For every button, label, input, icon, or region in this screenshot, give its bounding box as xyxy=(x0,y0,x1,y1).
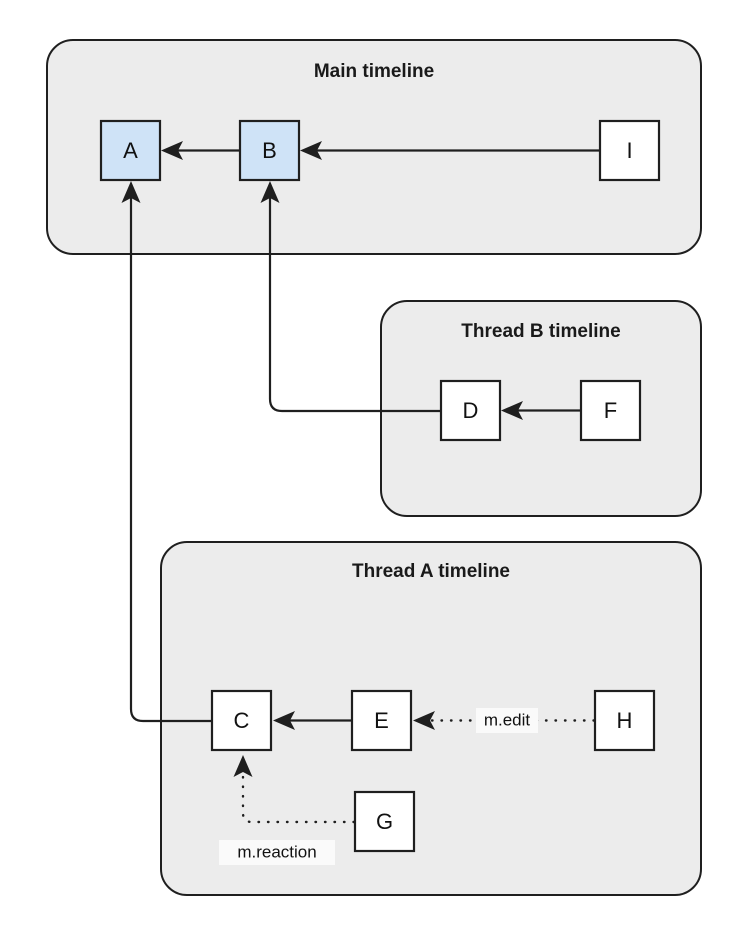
node-e[interactable]: E xyxy=(350,689,413,752)
node-i-label: I xyxy=(626,138,632,163)
node-h-label: H xyxy=(617,708,633,733)
edge-e-to-c xyxy=(273,711,352,730)
edge-h-to-e-arrowhead xyxy=(413,711,435,730)
group-thread-b-timeline: Thread B timeline xyxy=(380,300,702,517)
edge-i-to-b-arrowhead xyxy=(300,141,322,160)
node-a-label: A xyxy=(123,138,138,163)
edge-b-to-a xyxy=(161,141,240,160)
main-timeline-container xyxy=(46,39,702,255)
node-d[interactable]: D xyxy=(439,379,502,442)
edge-i-to-b xyxy=(300,141,600,160)
edge-d-to-b-line xyxy=(268,196,441,413)
node-i[interactable]: I xyxy=(598,119,661,182)
group-main-timeline: Main timeline xyxy=(46,39,702,255)
thread-b-timeline-container xyxy=(380,300,702,517)
edge-b-to-a-arrowhead xyxy=(161,141,183,160)
main-timeline-title: Main timeline xyxy=(314,61,434,82)
thread-b-timeline-title: Thread B timeline xyxy=(461,321,620,342)
edge-g-to-c-label: m.reaction xyxy=(237,842,316,861)
edge-g-to-c: m.reaction xyxy=(219,755,356,865)
node-e-box[interactable] xyxy=(350,689,413,752)
edge-d-to-b-arrowhead xyxy=(260,181,280,203)
thread-a-timeline-title: Thread A timeline xyxy=(352,561,510,582)
node-a[interactable]: A xyxy=(99,119,162,182)
edge-e-to-c-arrowhead xyxy=(273,711,295,730)
edge-h-to-e: m.edit xyxy=(413,708,596,733)
node-h[interactable]: H xyxy=(593,689,656,752)
node-b-label: B xyxy=(262,138,277,163)
node-c[interactable]: C xyxy=(210,689,273,752)
node-c-box[interactable] xyxy=(210,689,273,752)
edge-h-to-e-label-background xyxy=(476,708,538,733)
node-d-label: D xyxy=(463,398,479,423)
node-f-label: F xyxy=(604,398,617,423)
edge-c-to-a-arrowhead xyxy=(121,181,141,203)
edge-g-to-c-label-background xyxy=(219,840,335,865)
edge-h-to-e-label: m.edit xyxy=(484,710,531,729)
edge-d-to-b xyxy=(260,181,441,413)
node-g-box[interactable] xyxy=(353,790,416,853)
node-h-box[interactable] xyxy=(593,689,656,752)
edge-c-to-a-line xyxy=(129,196,212,723)
edge-g-to-c-arrowhead xyxy=(233,755,253,777)
node-b[interactable]: B xyxy=(238,119,301,182)
edge-f-to-d xyxy=(501,401,581,420)
node-e-label: E xyxy=(374,708,389,733)
node-f-box[interactable] xyxy=(579,379,642,442)
node-g[interactable]: G xyxy=(353,790,416,853)
node-g-label: G xyxy=(376,809,393,834)
edge-f-to-d-arrowhead xyxy=(501,401,523,420)
node-i-box[interactable] xyxy=(598,119,661,182)
node-b-box[interactable] xyxy=(238,119,301,182)
node-d-box[interactable] xyxy=(439,379,502,442)
edge-c-to-a xyxy=(121,181,212,723)
node-f[interactable]: F xyxy=(579,379,642,442)
node-c-label: C xyxy=(234,708,250,733)
node-a-box[interactable] xyxy=(99,119,162,182)
